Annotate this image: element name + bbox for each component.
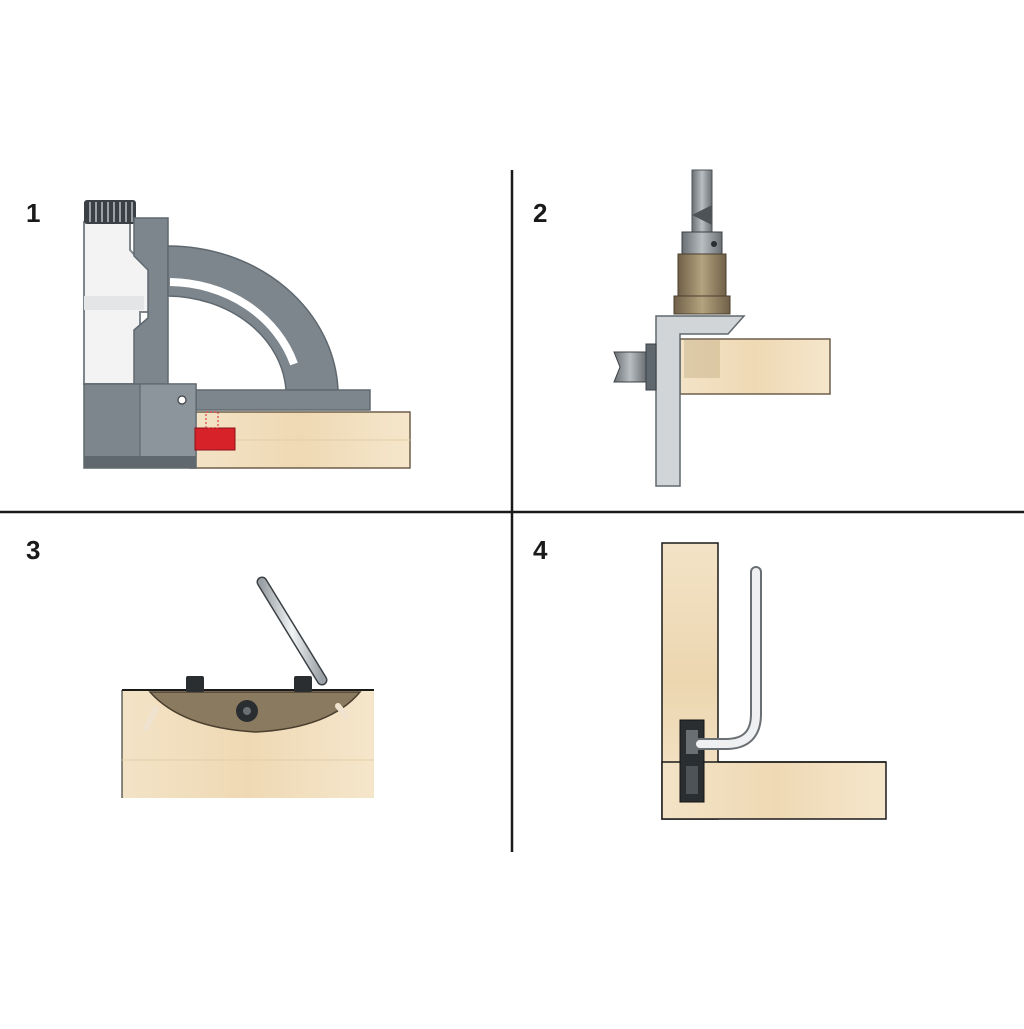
drill-bit-icon	[673, 169, 731, 315]
panel-2-illustration	[613, 169, 831, 487]
panel-4-illustration	[661, 542, 887, 820]
panel-3-illustration	[121, 576, 374, 798]
step-number-1: 1	[26, 198, 41, 228]
step-number-3: 3	[26, 535, 41, 565]
connector-fitting-icon	[679, 719, 705, 803]
panel-1-illustration	[83, 200, 411, 469]
blade-guard-arc	[167, 245, 339, 391]
angle-bracket	[655, 315, 746, 487]
hex-key-icon	[256, 576, 328, 686]
adjustment-knob-icon	[84, 200, 136, 224]
l-hex-key-icon	[694, 566, 762, 750]
step-number-2: 2	[533, 198, 548, 228]
red-cutter-plate	[194, 427, 236, 451]
step-number-4: 4	[533, 535, 548, 565]
side-screw-icon	[613, 343, 657, 391]
